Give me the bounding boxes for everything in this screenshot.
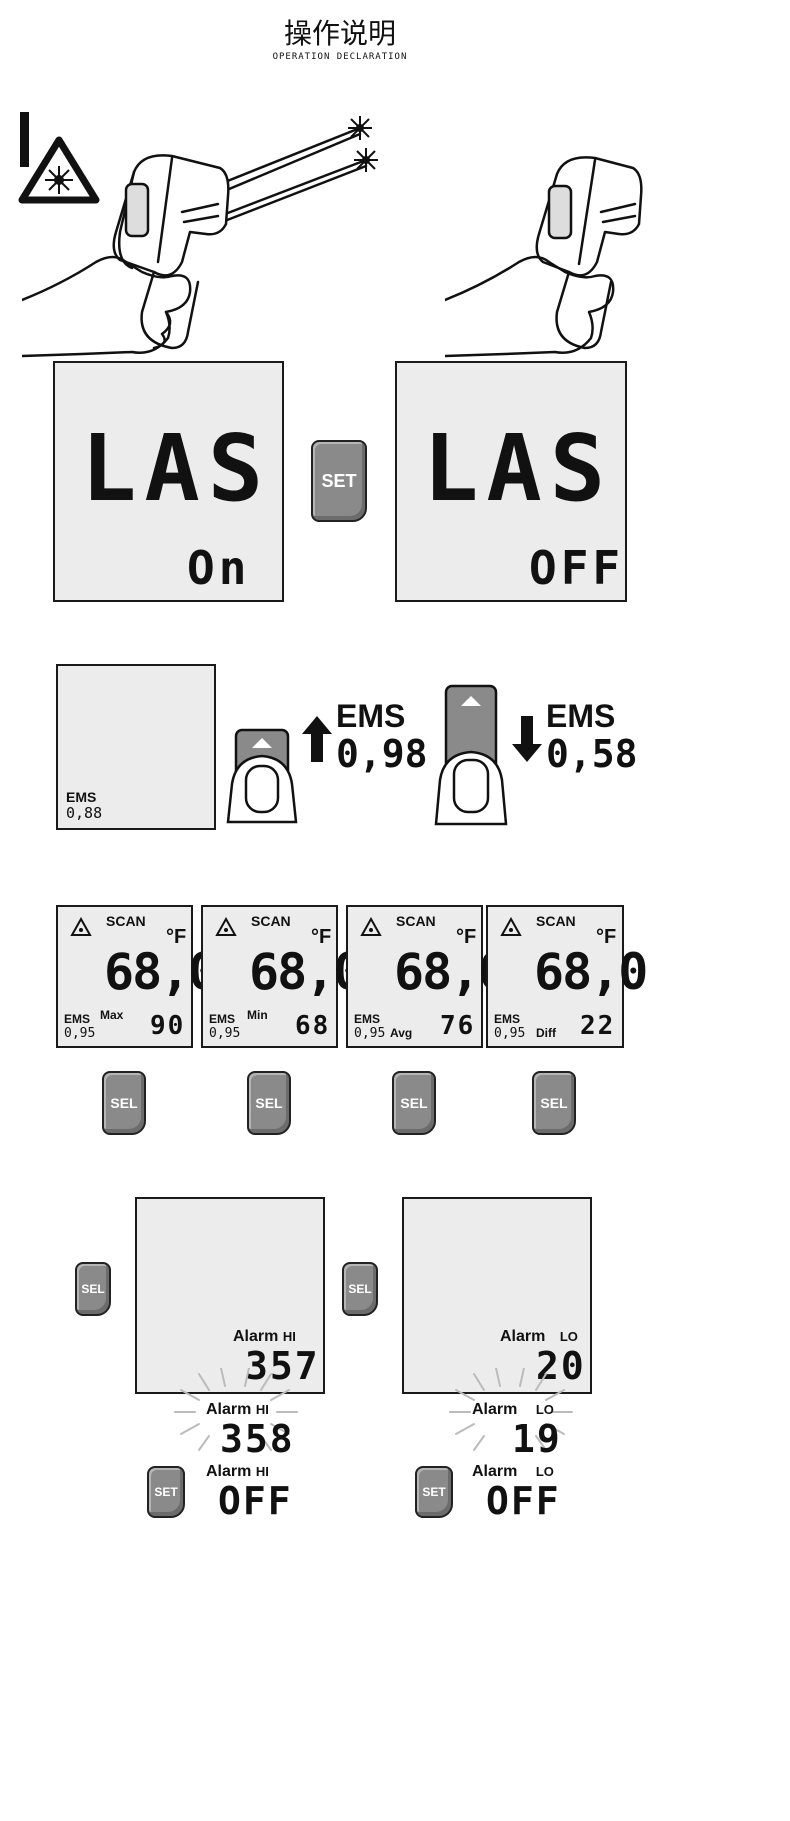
arrow-down-icon xyxy=(512,716,542,762)
ems-label: EMS xyxy=(64,1012,91,1026)
mode-label: Max xyxy=(100,1008,124,1022)
temperature-reading: 68,0 xyxy=(534,943,648,1001)
thermometer-laser-off-illustration xyxy=(445,156,643,358)
alarm-hi-blink-label: Alarm HI xyxy=(206,1401,269,1418)
sel-button-mode-4[interactable]: SEL xyxy=(532,1071,576,1135)
ems-down-value: 0,58 xyxy=(546,732,638,776)
alarm-lo-display-label: Alarm LO xyxy=(500,1328,578,1345)
unit-label: °F xyxy=(596,926,617,948)
emissivity-display: EMS 0,88 xyxy=(56,664,216,830)
laser-off-main: LAS xyxy=(423,415,614,522)
set-button-laser[interactable]: SET xyxy=(311,440,367,522)
ems-value: 0,95 xyxy=(64,1026,96,1041)
alarm-lo-blink-value: 19 xyxy=(512,1417,562,1461)
ems-display-value: 0,88 xyxy=(66,804,103,822)
ems-label: EMS xyxy=(354,1012,381,1026)
mode-display-3: SCAN °F 68,0 EMS 0,95 Avg 76 xyxy=(346,905,508,1048)
laser-indicator-icon xyxy=(70,917,92,936)
mode-display-4: SCAN °F 68,0 EMS 0,95 Diff 22 xyxy=(486,905,648,1048)
alarm-lo-off-value: OFF xyxy=(486,1479,561,1523)
mode-label: Avg xyxy=(390,1026,413,1040)
ems-label: EMS xyxy=(209,1012,236,1026)
ems-label: EMS xyxy=(494,1012,521,1026)
set-button-alarm-lo[interactable]: SET xyxy=(415,1466,453,1518)
alarm-hi-display-value: 357 xyxy=(245,1344,320,1388)
ems-value: 0,95 xyxy=(209,1026,241,1041)
mode-display-1: SCAN °F 68,0 EMS 0,95 Max 90 xyxy=(56,905,218,1048)
laser-indicator-icon xyxy=(500,917,522,936)
sel-button-mode-3[interactable]: SEL xyxy=(392,1071,436,1135)
alarm-hi-off-value: OFF xyxy=(218,1479,293,1523)
alarm-lo-blink-label: Alarm LO xyxy=(472,1401,554,1418)
blink-rays-lo-icon xyxy=(449,1368,573,1451)
laser-on-status: On xyxy=(187,541,251,595)
laser-on-display: LAS On xyxy=(53,361,284,602)
scan-label: SCAN xyxy=(536,913,576,929)
sel-button-mode-1[interactable]: SEL xyxy=(102,1071,146,1135)
page-subtitle: OPERATION DECLARATION xyxy=(272,52,408,62)
alarm-hi-blink-value: 358 xyxy=(220,1417,295,1461)
alarm-lo-display: Alarm LO 20 xyxy=(402,1197,592,1394)
unit-label: °F xyxy=(311,926,332,948)
mode-value: 68 xyxy=(295,1011,331,1041)
ems-up-value: 0,98 xyxy=(336,732,428,776)
alarm-hi-off-label: Alarm HI xyxy=(206,1463,269,1480)
set-button-alarm-hi[interactable]: SET xyxy=(147,1466,185,1518)
sel-button-mode-2[interactable]: SEL xyxy=(247,1071,291,1135)
ems-up-label: EMS xyxy=(336,698,406,734)
mode-value: 76 xyxy=(440,1011,476,1041)
mode-label: Diff xyxy=(536,1026,556,1040)
sel-button-alarm-lo[interactable]: SEL xyxy=(342,1262,378,1316)
temperature-reading: 68,0 xyxy=(104,943,218,1001)
mode-label: Min xyxy=(247,1008,268,1022)
scan-label: SCAN xyxy=(251,913,291,929)
thermometer-laser-on-illustration xyxy=(22,116,378,358)
finger-press-up-illustration xyxy=(226,728,298,824)
unit-label: °F xyxy=(456,926,477,948)
unit-label: °F xyxy=(166,926,187,948)
laser-warning-icon xyxy=(18,112,100,204)
alarm-hi-display-label: Alarm HI xyxy=(233,1328,296,1345)
blink-rays-hi-icon xyxy=(174,1368,298,1451)
sel-button-alarm-hi[interactable]: SEL xyxy=(75,1262,111,1316)
arrow-up-icon xyxy=(302,716,332,762)
laser-indicator-icon xyxy=(360,917,382,936)
ems-value: 0,95 xyxy=(494,1026,526,1041)
laser-off-status: OFF xyxy=(529,541,625,595)
laser-off-display: LAS OFF xyxy=(395,361,627,602)
ems-down-label: EMS xyxy=(546,698,616,734)
laser-indicator-icon xyxy=(215,917,237,936)
mode-value: 90 xyxy=(150,1011,186,1041)
ems-value: 0,95 xyxy=(354,1026,386,1041)
scan-label: SCAN xyxy=(106,913,146,929)
temperature-reading: 68,0 xyxy=(249,943,363,1001)
finger-press-down-illustration xyxy=(434,684,508,826)
alarm-lo-off-label: Alarm LO xyxy=(472,1463,554,1480)
scan-label: SCAN xyxy=(396,913,436,929)
mode-value: 22 xyxy=(580,1011,616,1041)
alarm-hi-display: Alarm HI 357 xyxy=(135,1197,325,1394)
page-title: 操作说明 xyxy=(283,17,396,50)
ems-display-label: EMS xyxy=(66,789,97,805)
laser-on-main: LAS xyxy=(81,415,272,522)
mode-display-2: SCAN °F 68,0 EMS 0,95 Min 68 xyxy=(201,905,363,1048)
